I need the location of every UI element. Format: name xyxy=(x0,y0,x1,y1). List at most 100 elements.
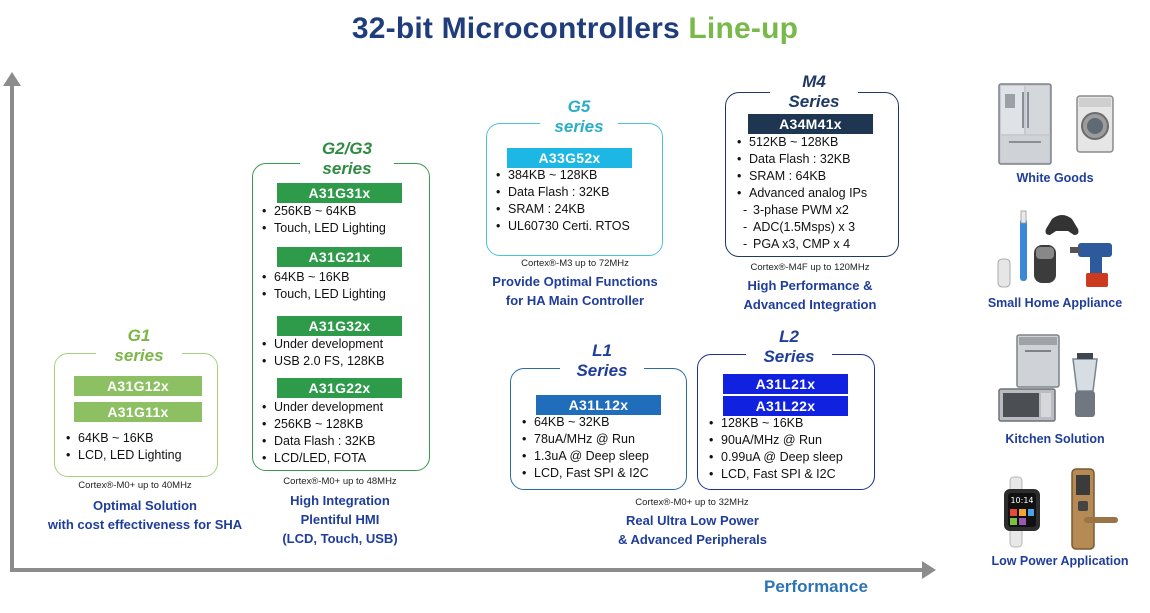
g5-series-title: G5 series xyxy=(540,97,618,137)
l-core-spec: Cortex®-M0+ up to 32MHz xyxy=(635,497,749,508)
chip-a31g22x: A31G22x xyxy=(277,378,402,398)
horizontal-axis-arrow-icon xyxy=(922,561,936,579)
chip-a31l21x: A31L21x xyxy=(723,374,848,394)
caption-line: & Advanced Peripherals xyxy=(617,532,768,547)
g5-feature-list: 384KB ~ 128KB Data Flash : 32KB SRAM : 2… xyxy=(496,167,630,235)
feature-item: Advanced analog IPs xyxy=(737,185,867,202)
l2-series-line2: Series xyxy=(763,347,815,366)
feature-item: LCD, Fast SPI & I2C xyxy=(709,466,843,483)
feature-item: 128KB ~ 16KB xyxy=(709,415,843,432)
chip-a31g31x: A31G31x xyxy=(277,183,402,203)
feature-item: 256KB ~ 128KB xyxy=(262,416,383,433)
sub-feature-item: PGA x3, CMP x 4 xyxy=(737,236,867,253)
g5-series-line2: series xyxy=(554,117,604,136)
feature-item: 256KB ~ 64KB xyxy=(262,203,386,220)
g23-group4-features: Under development 256KB ~ 128KB Data Fla… xyxy=(262,399,383,467)
caption-line: Optimal Solution xyxy=(93,498,197,513)
caption-line: Real Ultra Low Power xyxy=(626,513,759,528)
g23-series-line2: series xyxy=(322,159,372,178)
feature-item: 90uA/MHz @ Run xyxy=(709,432,843,449)
kitchen-icon xyxy=(995,333,1115,425)
chip-a31l12x: A31L12x xyxy=(536,395,661,415)
feature-item: SRAM : 64KB xyxy=(737,168,867,185)
l-caption: Real Ultra Low Power & Advanced Peripher… xyxy=(580,511,805,549)
feature-item: Data Flash : 32KB xyxy=(262,433,383,450)
feature-item: Touch, LED Lighting xyxy=(262,286,386,303)
feature-item: Under development xyxy=(262,336,384,353)
small-appliance-icon xyxy=(990,205,1120,295)
feature-item: 384KB ~ 128KB xyxy=(496,167,630,184)
feature-item: 64KB ~ 16KB xyxy=(66,430,182,447)
caption-line: Provide Optimal Functions xyxy=(492,274,658,289)
l2-feature-list: 128KB ~ 16KB 90uA/MHz @ Run 0.99uA @ Dee… xyxy=(709,415,843,483)
caption-line: with cost effectiveness for SHA xyxy=(47,517,243,532)
g23-series-line1: G2/G3 xyxy=(321,139,373,158)
feature-item: UL60730 Certi. RTOS xyxy=(496,218,630,235)
feature-item: USB 2.0 FS, 128KB xyxy=(262,353,384,370)
feature-item: LCD/LED, FOTA xyxy=(262,450,383,467)
l1-series-line1: L1 xyxy=(592,341,612,360)
g1-series-line1: G1 xyxy=(127,326,151,345)
g5-core-spec: Cortex®-M3 up to 72MHz xyxy=(521,258,629,269)
feature-item: 1.3uA @ Deep sleep xyxy=(522,448,649,465)
g1-caption: Optimal Solution with cost effectiveness… xyxy=(20,496,270,534)
page-title: 32-bit Microcontrollers Line-up xyxy=(0,12,1150,46)
app-label-small-home-appliance: Small Home Appliance xyxy=(987,296,1123,310)
feature-item: 64KB ~ 32KB xyxy=(522,414,649,431)
app-label-kitchen-solution: Kitchen Solution xyxy=(1005,432,1105,446)
feature-item: 78uA/MHz @ Run xyxy=(522,431,649,448)
caption-line: Advanced Integration xyxy=(743,297,877,312)
caption-line: (LCD, Touch, USB) xyxy=(282,531,398,546)
g1-core-spec: Cortex®-M0+ up to 40MHz xyxy=(78,480,192,491)
feature-item: 64KB ~ 16KB xyxy=(262,269,386,286)
g5-series-line1: G5 xyxy=(567,97,591,116)
chip-a31g32x: A31G32x xyxy=(277,316,402,336)
l1-series-title: L1 Series xyxy=(560,341,644,381)
feature-item: 0.99uA @ Deep sleep xyxy=(709,449,843,466)
g23-group1-features: 256KB ~ 64KB Touch, LED Lighting xyxy=(262,203,386,237)
g1-series-title: G1 series xyxy=(96,326,182,366)
feature-item: LCD, LED Lighting xyxy=(66,447,182,464)
l1-feature-list: 64KB ~ 32KB 78uA/MHz @ Run 1.3uA @ Deep … xyxy=(522,414,649,482)
chip-a34m41x: A34M41x xyxy=(748,114,873,134)
sub-feature-item: 3-phase PWM x2 xyxy=(737,202,867,219)
g23-group3-features: Under development USB 2.0 FS, 128KB xyxy=(262,336,384,370)
feature-item: SRAM : 24KB xyxy=(496,201,630,218)
app-label-white-goods: White Goods xyxy=(1016,171,1094,185)
vertical-axis xyxy=(10,84,14,572)
m4-series-line2: Series xyxy=(788,92,840,111)
l2-series-line1: L2 xyxy=(779,327,799,346)
chip-a33g52x: A33G52x xyxy=(507,148,632,168)
caption-line: for HA Main Controller xyxy=(505,293,645,308)
m4-series-line1: M4 xyxy=(802,72,826,91)
l1-series-line2: Series xyxy=(576,361,628,380)
vertical-axis-arrow-icon xyxy=(3,72,21,86)
feature-item: Data Flash : 32KB xyxy=(737,151,867,168)
g23-core-spec: Cortex®-M0+ up to 48MHz xyxy=(283,476,397,487)
m4-feature-list: 512KB ~ 128KB Data Flash : 32KB SRAM : 6… xyxy=(737,134,867,253)
g5-caption: Provide Optimal Functions for HA Main Co… xyxy=(460,272,690,310)
chip-a31l22x: A31L22x xyxy=(723,396,848,416)
caption-line: Plentiful HMI xyxy=(300,512,380,527)
chip-a31g11x: A31G11x xyxy=(74,402,202,422)
l2-series-title: L2 Series xyxy=(746,327,832,367)
feature-item: Touch, LED Lighting xyxy=(262,220,386,237)
g1-feature-list: 64KB ~ 16KB LCD, LED Lighting xyxy=(66,430,182,464)
title-accent: Line-up xyxy=(688,12,799,45)
white-goods-icon xyxy=(995,80,1115,170)
svg-text:10:14: 10:14 xyxy=(1010,496,1033,505)
g23-caption: High Integration Plentiful HMI (LCD, Tou… xyxy=(240,491,440,548)
app-label-low-power-application: Low Power Application xyxy=(991,554,1129,568)
horizontal-axis xyxy=(10,568,924,572)
feature-item: 512KB ~ 128KB xyxy=(737,134,867,151)
g23-series-title: G2/G3 series xyxy=(300,139,394,179)
feature-item: Data Flash : 32KB xyxy=(496,184,630,201)
g1-series-line2: series xyxy=(114,346,164,365)
m4-caption: High Performance & Advanced Integration xyxy=(700,276,920,314)
sub-feature-item: ADC(1.5Msps) x 3 xyxy=(737,219,867,236)
caption-line: High Integration xyxy=(290,493,390,508)
caption-line: High Performance & xyxy=(747,278,873,293)
performance-axis-label: Performance xyxy=(764,577,868,596)
m4-core-spec: Cortex®-M4F up to 120MHz xyxy=(750,262,870,273)
g23-group2-features: 64KB ~ 16KB Touch, LED Lighting xyxy=(262,269,386,303)
